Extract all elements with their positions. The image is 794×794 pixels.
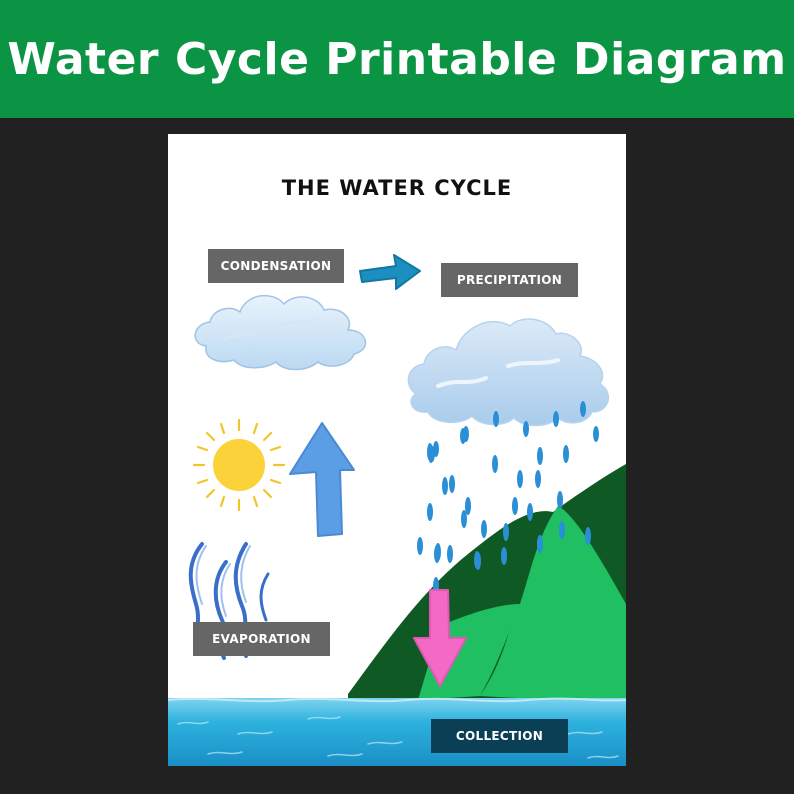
condensation-arrow-icon — [359, 254, 421, 290]
label-collection: COLLECTION — [431, 719, 568, 753]
label-condensation: CONDENSATION — [208, 249, 344, 283]
label-collection-text: COLLECTION — [455, 729, 544, 743]
evaporation-arrow-icon — [289, 422, 355, 537]
label-precipitation: PRECIPITATION — [441, 263, 578, 297]
label-evaporation: EVAPORATION — [193, 622, 330, 656]
cloud-icon — [194, 294, 367, 371]
water-cycle-illustration — [168, 254, 626, 766]
label-precipitation-text: PRECIPITATION — [456, 273, 563, 287]
header-banner: Water Cycle Printable Diagram — [0, 0, 794, 118]
rain-drops-icon — [417, 401, 599, 595]
rain-cloud-icon — [407, 318, 610, 427]
sun-icon — [192, 418, 286, 512]
printable-sheet: THE WATER CYCLE CONDENSATION PRECIPITATI… — [168, 134, 626, 766]
collection-arrow-icon — [413, 589, 467, 687]
banner-title: Water Cycle Printable Diagram — [7, 33, 787, 85]
label-condensation-text: CONDENSATION — [220, 259, 332, 273]
mountains-icon — [348, 464, 626, 766]
diagram-title: THE WATER CYCLE — [281, 176, 513, 200]
label-evaporation-text: EVAPORATION — [212, 632, 311, 646]
